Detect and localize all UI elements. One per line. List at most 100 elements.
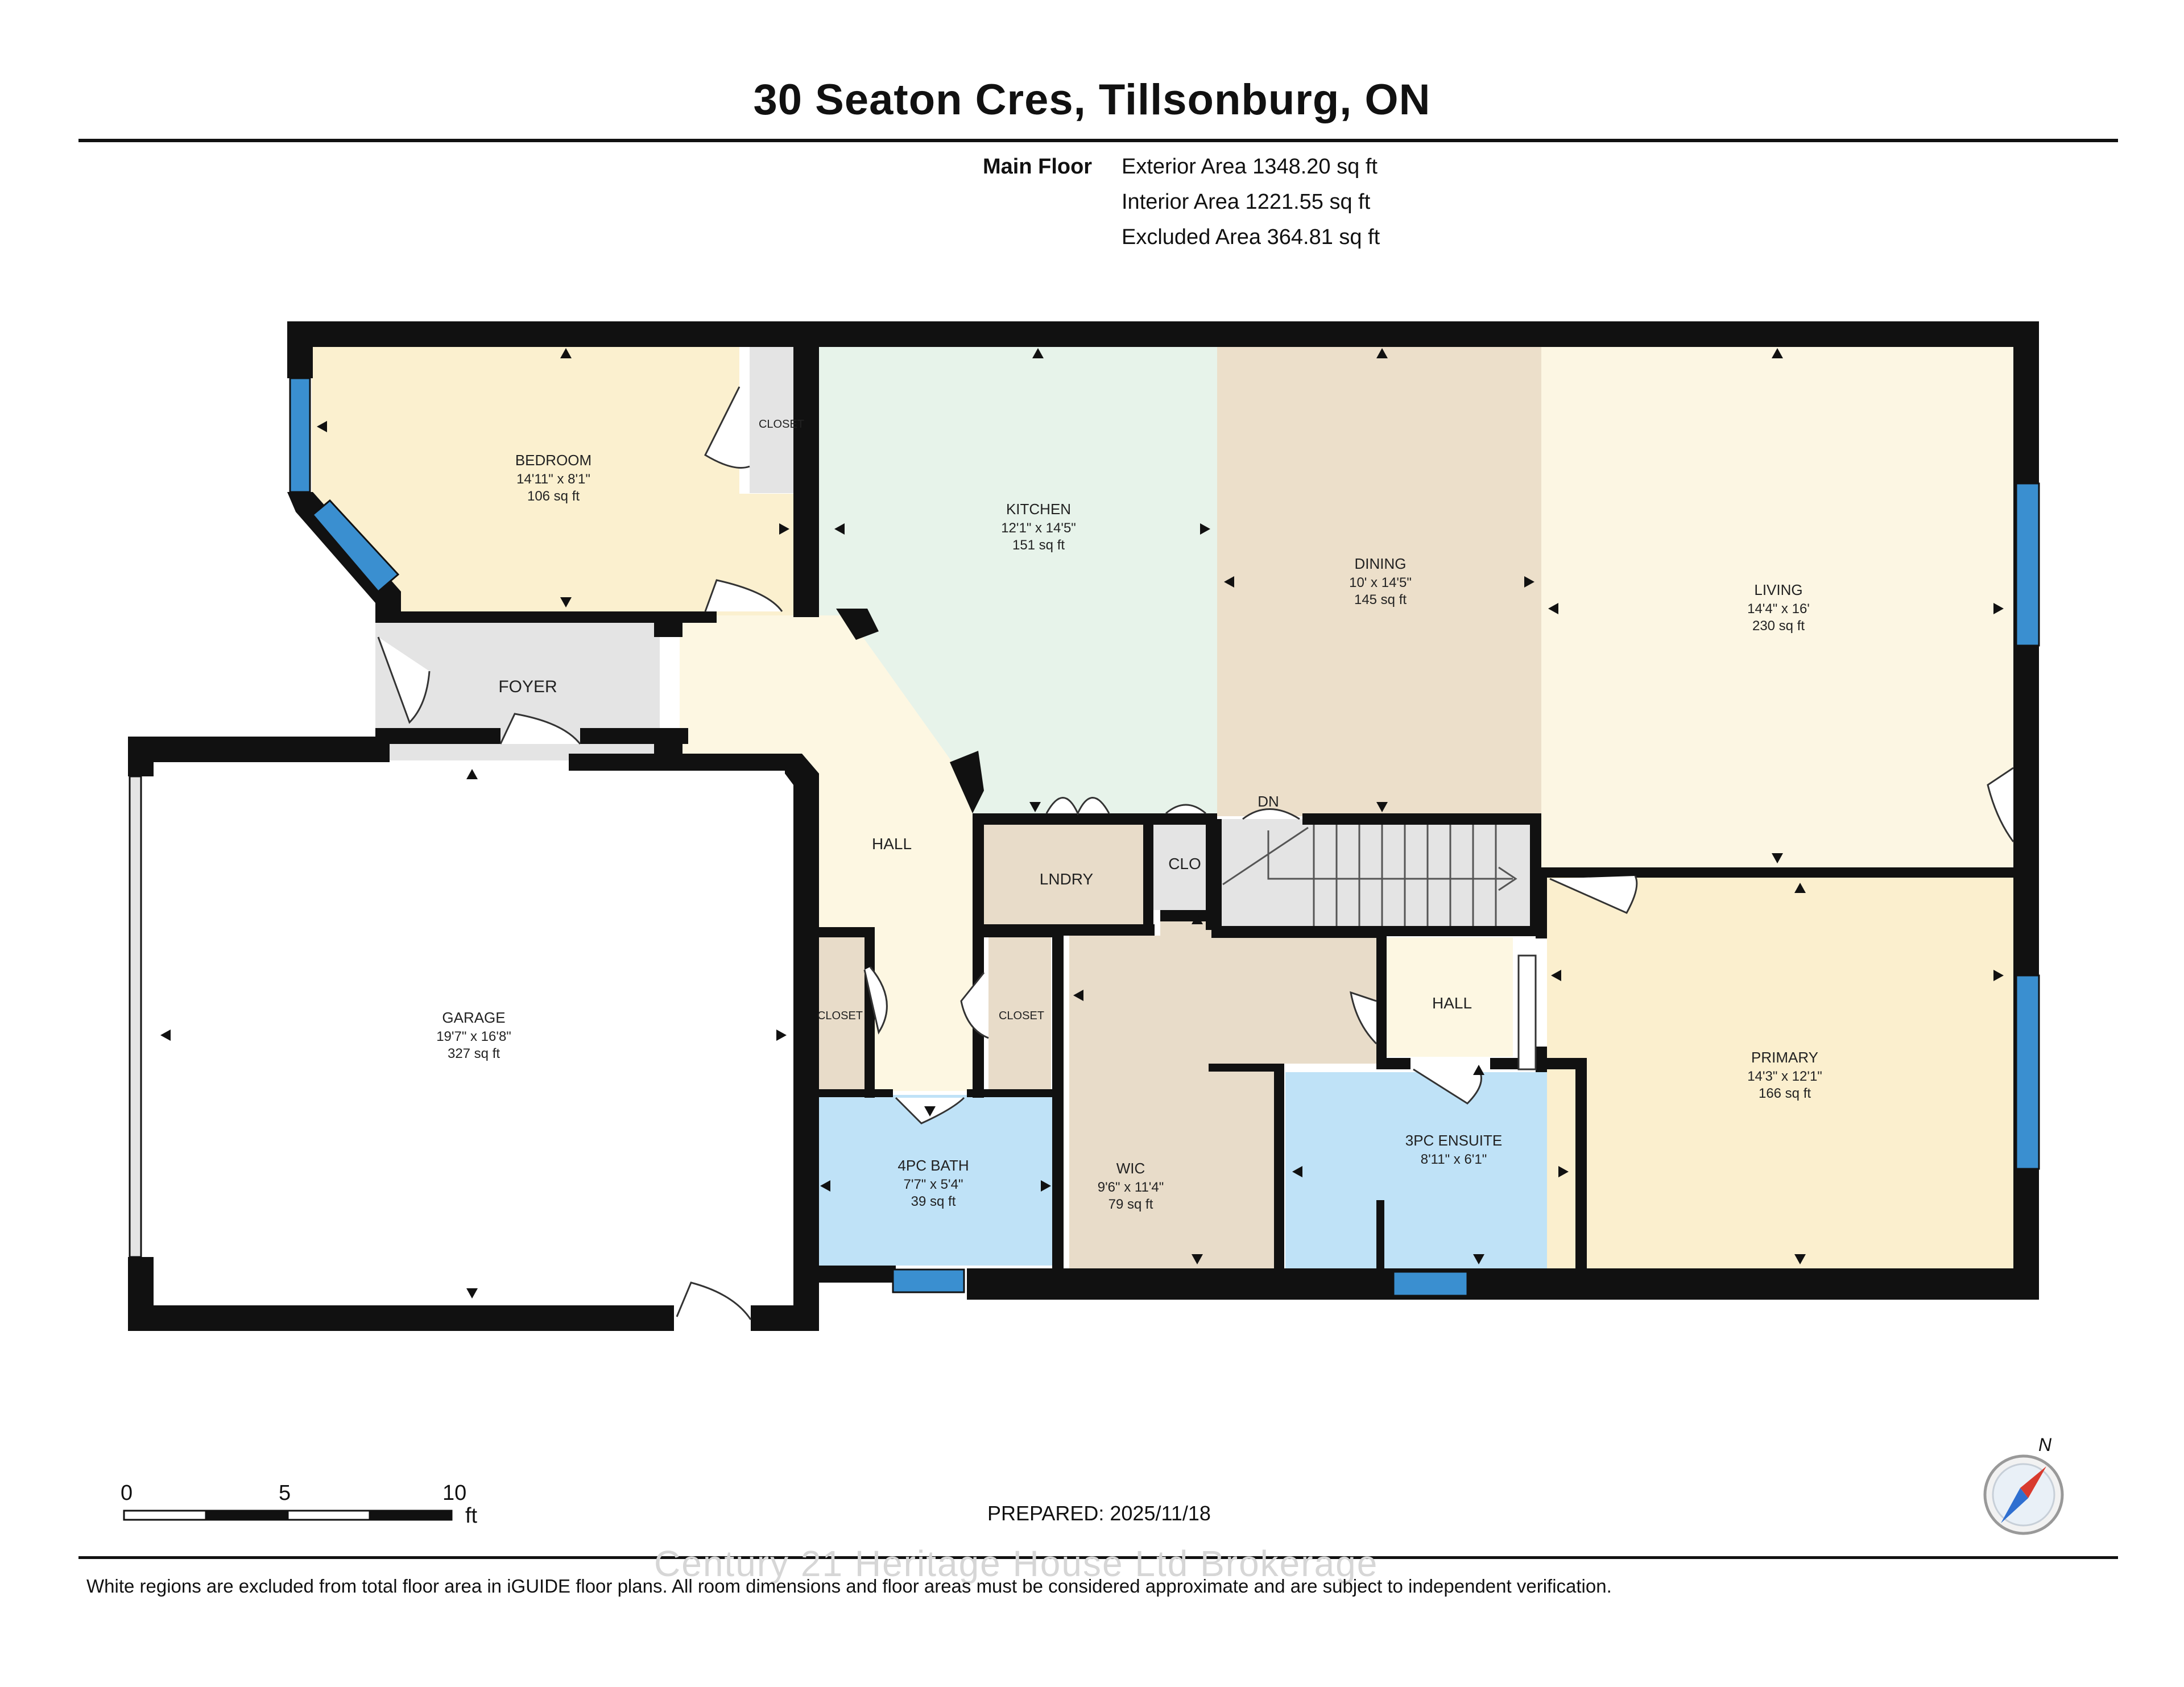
- dining-dims: 10' x 14'5": [1349, 575, 1412, 590]
- window-ensuite: [1392, 1271, 1469, 1297]
- dining-area-text: 145 sq ft: [1354, 592, 1407, 607]
- living-name: LIVING: [1754, 581, 1802, 598]
- wall-garage-top: [128, 737, 390, 762]
- wall-hall-small-bottom2: [1490, 1058, 1587, 1069]
- wall-wic-inner: [1209, 1064, 1283, 1072]
- disclaimer: White regions are excluded from total fl…: [86, 1576, 1612, 1597]
- wall-hall-small-top: [1211, 930, 1376, 938]
- door-primary: [1549, 875, 1638, 914]
- wall-foyer-right2: [654, 731, 682, 756]
- wall-hall-small-bottom: [1376, 1058, 1410, 1069]
- page-title: 30 Seaton Cres, Tillsonburg, ON: [753, 76, 1431, 124]
- dn-label: DN: [1258, 793, 1279, 810]
- clo-name: CLO: [1168, 855, 1201, 873]
- hall-main-area: [680, 615, 973, 1091]
- wall-closet-right-right: [1052, 927, 1064, 1268]
- garage-name: GARAGE: [442, 1009, 505, 1026]
- wall-hall-small-left: [1376, 933, 1387, 1069]
- kitchen-dims: 12'1" x 14'5": [1001, 520, 1076, 536]
- room-fills: [151, 344, 2013, 1305]
- wall-wic-left-top: [1160, 910, 1211, 921]
- garage-door: [129, 775, 142, 1258]
- wall-top: [287, 321, 2039, 347]
- scale-label-0: 0: [121, 1481, 133, 1505]
- wic-area: [1069, 910, 1376, 1271]
- scale-label-10: 10: [442, 1481, 467, 1505]
- clo-area: [1152, 825, 1209, 910]
- wall-closet-right-top: [984, 927, 1058, 937]
- stairs-area: [1220, 819, 1533, 927]
- floor-label: Main Floor: [983, 155, 1093, 179]
- wall-kitchen-bottom: [978, 813, 1217, 825]
- wic-dims: 9'6" x 11'4": [1098, 1180, 1164, 1195]
- wall-bedroom-bottom: [375, 611, 717, 623]
- door-primary-left: [1517, 954, 1537, 1070]
- wall-hall-diag-top: [836, 609, 879, 640]
- interior-area: Interior Area 1221.55 sq ft: [1122, 190, 1371, 214]
- bath-area-text: 39 sq ft: [911, 1194, 956, 1209]
- hall-main-name: HALL: [872, 835, 912, 853]
- hall-small-area: [1382, 937, 1513, 1057]
- wall-bath-bottom: [808, 1266, 896, 1283]
- door-clo: [1165, 804, 1206, 814]
- lndry-name: LNDRY: [1040, 870, 1094, 888]
- compass-icon: [1983, 1454, 2064, 1535]
- wall-closet-left-left: [805, 927, 815, 1098]
- prepared-date: PREPARED: 2025/11/18: [987, 1502, 1211, 1525]
- wall-bath-top2: [967, 1089, 1058, 1097]
- closet-left-area: [810, 937, 873, 1091]
- ensuite-name: 3PC ENSUITE: [1405, 1132, 1503, 1149]
- hall-small-name: HALL: [1432, 994, 1472, 1012]
- wall-clo-right: [1206, 822, 1216, 930]
- door-closet-top: [704, 386, 750, 469]
- wic-name: WIC: [1116, 1160, 1145, 1177]
- wall-wic-right: [1274, 1064, 1284, 1274]
- dining-area: [1217, 344, 1541, 816]
- wall-hall-right: [973, 813, 984, 1098]
- door-closet-right: [960, 972, 989, 1039]
- door-garage-bottom: [676, 1281, 752, 1320]
- wall-bedroom-angle: [287, 492, 401, 623]
- primary-name: PRIMARY: [1751, 1049, 1818, 1066]
- wall-closet-left-top: [808, 927, 873, 937]
- foyer-name: FOYER: [498, 677, 557, 696]
- door-swings: [377, 386, 2015, 1320]
- primary-dims: 14'3" x 12'1": [1747, 1069, 1822, 1084]
- wall-closet-left-right: [864, 927, 875, 1098]
- compass-label: N: [2038, 1434, 2052, 1455]
- scale-unit: ft: [465, 1504, 478, 1528]
- door-hall-small: [1350, 991, 1378, 1045]
- living-area-text: 230 sq ft: [1752, 618, 1805, 634]
- bath-area: [810, 1095, 1058, 1266]
- wall-garage-bottom: [128, 1305, 674, 1331]
- garage-area: [151, 762, 799, 1305]
- wall-hall-diag-bottom: [950, 751, 984, 813]
- exterior-area: Exterior Area 1348.20 sq ft: [1122, 155, 1378, 179]
- ensuite-area: [1285, 1072, 1575, 1271]
- primary-area: [1547, 876, 2013, 1271]
- closet-right-area: [988, 937, 1051, 1091]
- wall-foyer-right: [654, 614, 682, 637]
- header-rule: [78, 139, 2118, 142]
- wall-bedroom-right: [793, 344, 819, 617]
- dining-name: DINING: [1355, 555, 1407, 572]
- wall-garage-left-top: [128, 737, 154, 776]
- door-closet-left: [863, 966, 888, 1035]
- door-foyer-bottom: [499, 713, 581, 745]
- wic-area-text: 79 sq ft: [1108, 1197, 1153, 1212]
- garage-dims: 19'7" x 16'8": [436, 1029, 511, 1044]
- bedroom-name: BEDROOM: [515, 452, 592, 469]
- lndry-area: [984, 825, 1143, 924]
- closet-top-name: CLOSET: [759, 418, 804, 431]
- stairs-treads: [1222, 825, 1517, 926]
- dimension-arrows: [160, 348, 2004, 1299]
- door-bedroom: [704, 579, 783, 612]
- window-living: [2015, 482, 2040, 647]
- wall-lndry-right: [1143, 822, 1153, 936]
- wall-foyer-bottom: [375, 728, 500, 744]
- door-lndry: [1045, 797, 1110, 816]
- wall-living-bottom: [1541, 867, 2016, 878]
- living-dims: 14'4" x 16': [1747, 601, 1810, 617]
- primary-area-text: 166 sq ft: [1759, 1086, 1811, 1101]
